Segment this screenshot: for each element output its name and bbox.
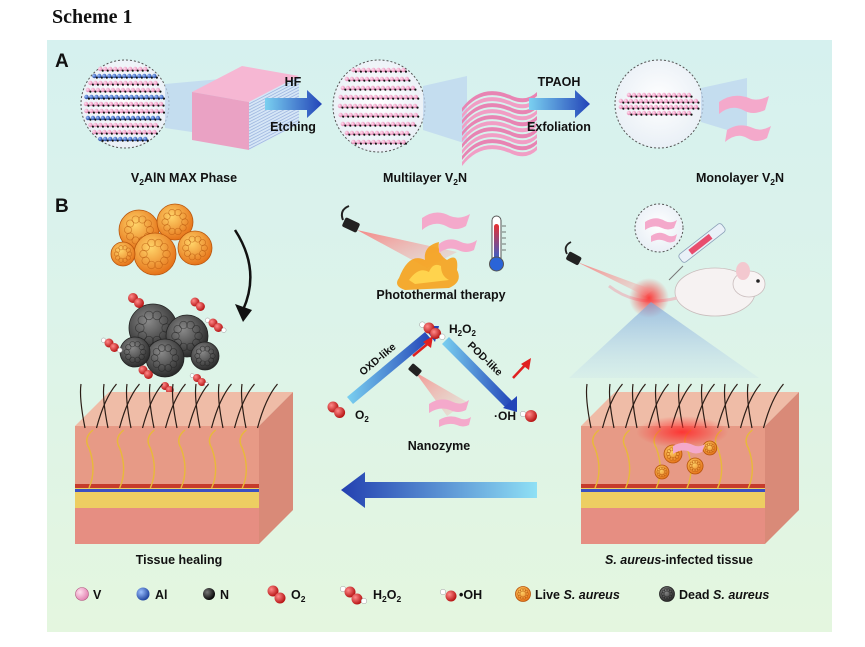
mouse-illustration <box>564 203 766 318</box>
max-phase-crystal-icon <box>80 59 300 150</box>
legend-item-n: N <box>203 588 229 602</box>
curved-arrow-head <box>235 304 252 322</box>
h2o2-molecule-icon <box>339 585 368 605</box>
h2o2-label: H2O2 <box>449 322 476 338</box>
legend-item-v: V <box>75 587 102 602</box>
legend-item-dead: Dead S. aureus <box>659 586 769 602</box>
nanozyme-laser-icon <box>408 363 471 427</box>
multilayer-v2n-icon <box>332 59 537 166</box>
healing-arrow <box>341 472 537 508</box>
tissue-healing-label: Tissue healing <box>136 553 223 567</box>
scheme-figure: A HF Etching TPAOH Exfoliation V2AlN MAX <box>47 40 832 632</box>
flame-icon <box>397 242 459 290</box>
scheme-illustration: A HF Etching TPAOH Exfoliation V2AlN MAX <box>55 51 799 605</box>
legend: V Al N O2 H2O2 <box>75 585 769 605</box>
infected-tissue-label: S. aureus-infected tissue <box>605 553 753 567</box>
legend-v-label: V <box>93 588 102 602</box>
step1-top-label: HF <box>285 75 302 89</box>
thermometer-icon <box>489 215 506 272</box>
hydroxyl-radical-icon <box>439 588 457 602</box>
cycle-molecules <box>327 321 537 422</box>
v2n-nanosheet-icon <box>422 212 477 253</box>
al-atom-icon <box>136 587 150 601</box>
pod-arrow <box>442 337 517 412</box>
legend-al-label: Al <box>155 588 168 602</box>
step1-bottom-label: Etching <box>270 120 316 134</box>
red-arrow-pod <box>512 358 531 379</box>
n-atom-icon <box>203 588 215 600</box>
legend-oh-label: •OH <box>459 588 482 602</box>
red-arrow-oxd <box>412 336 433 357</box>
healed-skin-block <box>75 383 293 544</box>
curved-arrow <box>233 229 252 311</box>
legend-item-oh: •OH <box>439 588 482 602</box>
step2-top-label: TPAOH <box>538 75 581 89</box>
legend-item-al: Al <box>136 587 168 602</box>
photothermal-label: Photothermal therapy <box>376 288 505 302</box>
panel-b-label: B <box>55 196 69 217</box>
nanozyme-label: Nanozyme <box>408 439 471 453</box>
live-bacteria-icon <box>515 586 531 602</box>
legend-item-live: Live S. aureus <box>515 586 620 602</box>
legend-live-label: Live S. aureus <box>535 588 620 602</box>
max-phase-caption: V2AlN MAX Phase <box>131 171 237 187</box>
monolayer-caption: Monolayer V2N <box>696 171 784 187</box>
panel-a-label: A <box>55 51 69 72</box>
monolayer-v2n-icon <box>614 59 771 149</box>
legend-o2-label: O2 <box>291 588 306 604</box>
legend-n-label: N <box>220 588 229 602</box>
o2-label: O2 <box>355 408 369 424</box>
legend-h2o2-label: H2O2 <box>373 588 402 604</box>
oh-label: ·OH <box>494 409 516 423</box>
o2-molecule-icon <box>267 585 286 604</box>
legend-item-h2o2: H2O2 <box>339 585 402 605</box>
live-bacteria-cluster <box>110 203 213 276</box>
exfoliation-arrow <box>529 90 590 118</box>
dead-bacteria-icon <box>659 586 675 602</box>
legend-dead-label: Dead S. aureus <box>679 588 769 602</box>
multilayer-caption: Multilayer V2N <box>383 171 467 187</box>
scheme-title: Scheme 1 <box>52 6 133 28</box>
etching-arrow <box>265 90 322 118</box>
infected-skin-block <box>581 383 799 544</box>
step2-bottom-label: Exfoliation <box>527 120 591 134</box>
legend-item-o2: O2 <box>267 585 306 604</box>
infection-cone <box>569 302 759 378</box>
dead-bacteria-cluster <box>119 303 220 378</box>
v-atom-icon <box>75 587 89 601</box>
